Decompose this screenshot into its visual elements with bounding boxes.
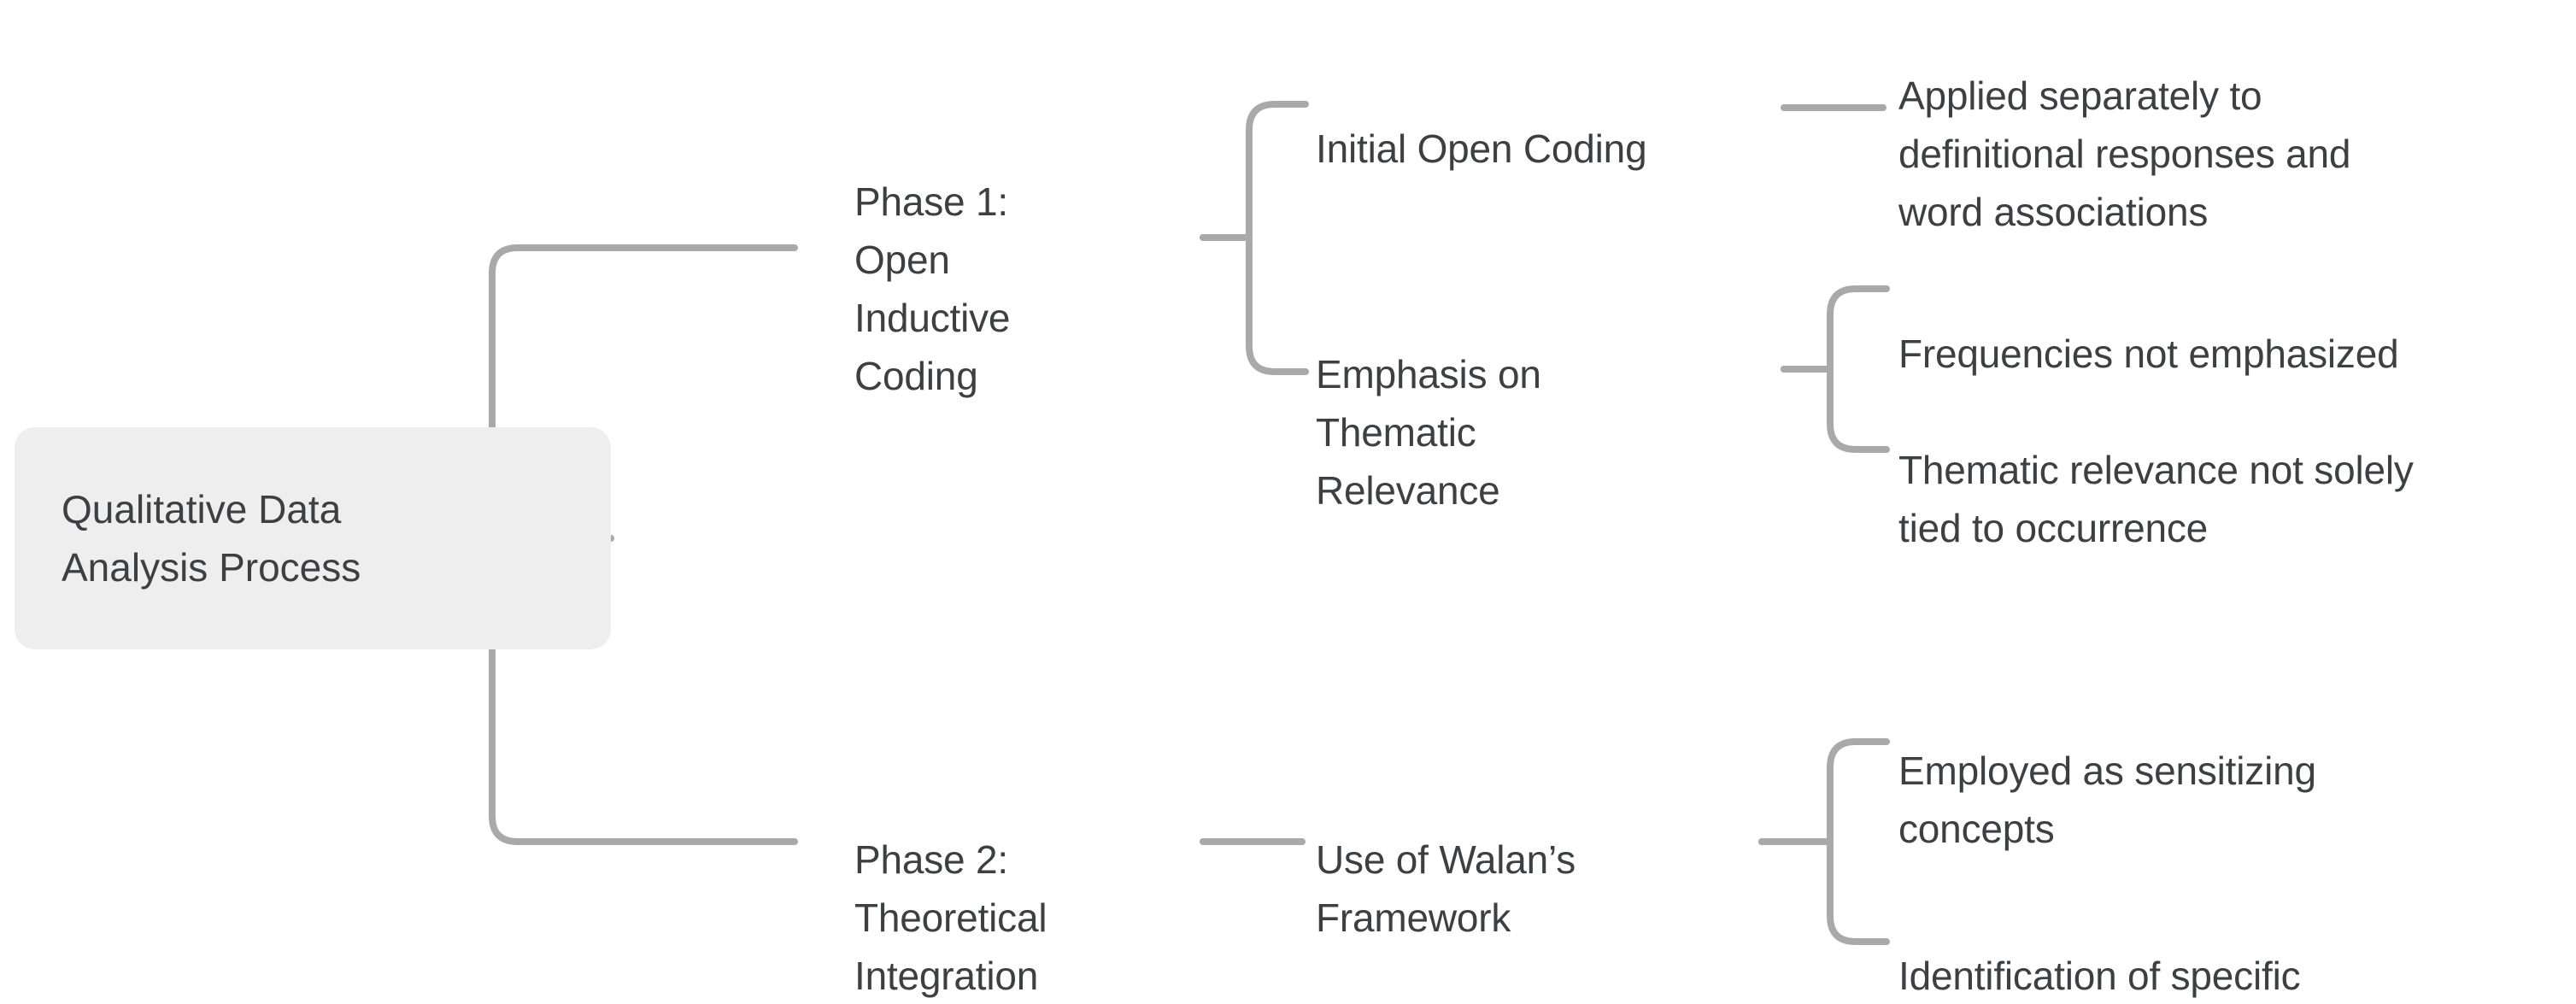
node-initial-open-coding[interactable]: Initial Open Coding — [1316, 62, 1760, 178]
node-phase-1[interactable]: Phase 1: Open Inductive Coding — [854, 114, 1188, 405]
node-identification-of-specific-nuances-label: Identification of specific nuances — [1898, 954, 2301, 998]
node-applied-separately[interactable]: Applied separately to definitional respo… — [1898, 9, 2531, 241]
root-node[interactable]: Qualitative Data Analysis Process — [15, 427, 611, 649]
node-use-of-walans-framework-label: Use of Walan’s Framework — [1316, 837, 1576, 940]
node-emphasis-on-thematic-relevance-label: Emphasis on Thematic Relevance — [1316, 352, 1541, 513]
node-use-of-walans-framework[interactable]: Use of Walan’s Framework — [1316, 772, 1717, 947]
connector-emphasis-to-thematic-occurrence — [1781, 366, 1890, 453]
node-employed-as-sensitizing-concepts-label: Employed as sensitizing concepts — [1898, 749, 2316, 851]
node-applied-separately-label: Applied separately to definitional respo… — [1898, 73, 2351, 234]
node-phase-2-label: Phase 2: Theoretical Integration — [854, 837, 1047, 998]
connector-phase1-to-initial-open-coding — [1200, 101, 1309, 241]
node-thematic-relevance-not-solely-tied-to-occurrence[interactable]: Thematic relevance not solely tied to oc… — [1898, 383, 2548, 557]
node-emphasis-on-thematic-relevance[interactable]: Emphasis on Thematic Relevance — [1316, 287, 1675, 520]
node-phase-2[interactable]: Phase 2: Theoretical Integration — [854, 772, 1188, 1004]
root-node-label: Qualitative Data Analysis Process — [62, 487, 361, 590]
node-identification-of-specific-nuances[interactable]: Identification of specific nuances — [1898, 889, 2497, 1004]
connector-walan-to-nuances — [1758, 838, 1890, 945]
node-thematic-relevance-not-solely-tied-to-occurrence-label: Thematic relevance not solely tied to oc… — [1898, 448, 2414, 550]
node-initial-open-coding-label: Initial Open Coding — [1316, 126, 1647, 171]
node-frequencies-not-emphasized[interactable]: Frequencies not emphasized — [1898, 267, 2531, 383]
node-frequencies-not-emphasized-label: Frequencies not emphasized — [1898, 332, 2399, 376]
node-employed-as-sensitizing-concepts[interactable]: Employed as sensitizing concepts — [1898, 684, 2497, 858]
connector-walan-to-sensitizing — [1758, 738, 1890, 845]
node-phase-1-label: Phase 1: Open Inductive Coding — [854, 179, 1011, 398]
connector-phase1-to-emphasis-thematic — [1200, 234, 1309, 375]
connector-emphasis-to-frequencies — [1781, 285, 1890, 373]
